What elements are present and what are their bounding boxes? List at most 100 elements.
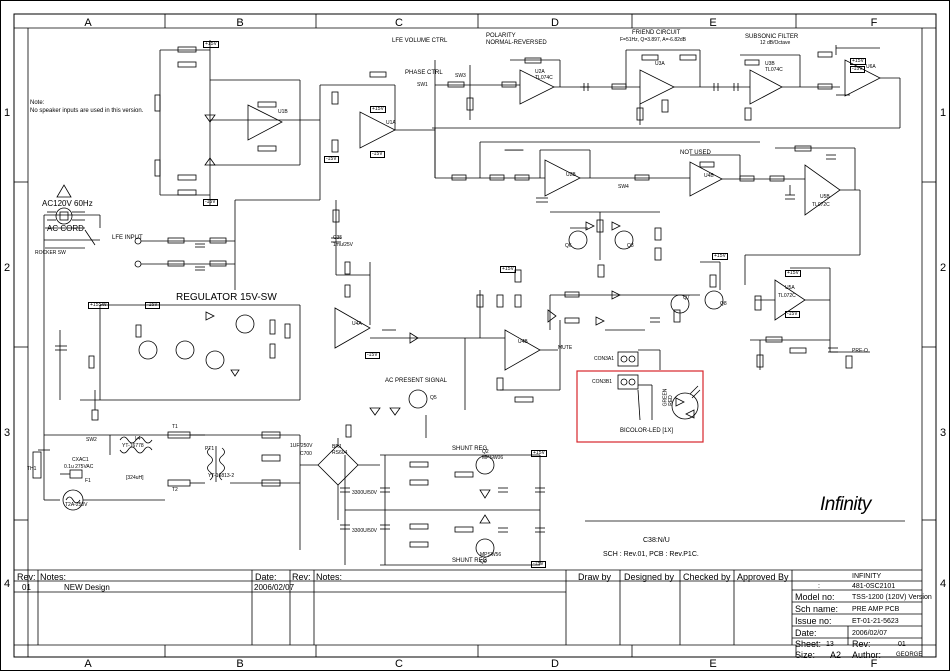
notes-heading: Note: <box>30 100 45 106</box>
brand-logo-text: Infinity <box>820 494 871 515</box>
label-friend-circuit: FRIEND CIRCUIT <box>632 30 681 36</box>
comp-u6a: U6A <box>866 64 876 70</box>
rev-row-notes: NEW Design <box>64 583 110 592</box>
title-author: GEORGE <box>896 652 923 658</box>
signoff-draw-by: Draw by <box>578 572 612 582</box>
title-sch: PRE AMP PCB <box>852 606 900 613</box>
title-sch-label: Sch name: <box>795 604 839 614</box>
rev-header-date: Date: <box>255 572 277 582</box>
title-company: INFINITY <box>852 573 882 580</box>
comp-tl074c-1: TL074C <box>535 75 553 81</box>
comp-q3: Q3 <box>627 243 634 249</box>
comp-sw3: SW3 <box>455 73 466 79</box>
comp-u4a: U4A <box>352 321 362 327</box>
label-not-used: NOT USED <box>680 150 711 156</box>
label-lfe-input: LFE INPUT <box>112 235 143 241</box>
comp-c7-val: 3300U/50V <box>352 528 378 534</box>
rev-header-notes: Notes: <box>40 572 67 582</box>
comp-l4-val: [324uH] <box>126 475 144 481</box>
signoff-designed-by: Designed by <box>624 572 675 582</box>
rail-p15-u4b: +15V <box>500 266 516 273</box>
comp-q6: Q6 <box>565 243 572 249</box>
comp-u4b: U4B <box>518 339 528 345</box>
comp-tl072c-1: TL072C <box>812 202 830 208</box>
title-size: A2 <box>830 650 842 660</box>
comp-q8: Q8 <box>720 301 727 307</box>
label-rocker: ROCKER SW <box>35 250 66 256</box>
title-sheet-label: Sheet: <box>795 639 822 649</box>
comp-sw2: SW2 <box>86 437 97 443</box>
zone-col-d: D <box>551 17 559 29</box>
label-ac-cord: AC CORD <box>47 224 84 233</box>
rail-p15-u6a: +15V <box>850 58 866 65</box>
rail-m15-reg: -15V <box>145 302 160 309</box>
comp-u5b: U5B <box>820 194 830 200</box>
label-lfe-volume: LFE VOLUME CTRL <box>392 38 448 44</box>
comp-f1-rating: T2A-250V <box>65 502 88 508</box>
label-friend-params: F=51Hz, Q=3.897, A=-6.82dB <box>620 37 687 43</box>
zone-col-b: B <box>236 17 244 29</box>
label-subsonic-params: 12 dB/Octave <box>760 40 791 46</box>
zone-row-4: 4 <box>3 578 11 590</box>
comp-u3b: U3B <box>765 61 775 67</box>
rail-p15-top: +15V <box>203 41 219 48</box>
rail-m15-top: -15V <box>203 199 218 206</box>
comp-q9: Q9 <box>480 559 487 565</box>
label-shunt-reg-bottom: SHUNT REG <box>452 558 488 564</box>
comp-sw4: SW4 <box>618 184 629 190</box>
comp-cxac1-rating: 0.1u 275VAC <box>64 464 94 470</box>
zone-col-d-bottom: D <box>551 658 559 670</box>
comp-c3-val: 3300U/50V <box>352 490 378 496</box>
label-polarity-modes: NORMAL-REVERSED <box>486 40 547 46</box>
label-red: RED <box>667 395 674 406</box>
comp-c-ac: 1UF/250V <box>290 443 313 449</box>
comp-c35: C35 <box>333 235 343 241</box>
comp-u3a: U3A <box>655 61 665 67</box>
zone-row-4-right: 4 <box>939 578 947 590</box>
comp-c35-val: 1mu/25V <box>333 242 354 248</box>
label-polarity: POLARITY <box>486 33 516 39</box>
comp-th1: TH1 <box>27 466 37 472</box>
zone-col-b-bottom: B <box>236 658 244 670</box>
comp-u2d: U2A <box>535 69 545 75</box>
rail-m15-u6a: -15V <box>850 66 865 73</box>
zone-col-e: E <box>709 17 717 29</box>
rail-m15-u1a: -15V <box>370 151 385 158</box>
notes-line: No speaker inputs are used in this versi… <box>30 108 144 114</box>
label-regulator: REGULATOR 15V-SW <box>176 292 277 303</box>
comp-t1: T1 <box>172 424 178 430</box>
title-rev-label: Rev: <box>852 639 871 649</box>
comp-q9-part: MPSW56 <box>480 552 502 558</box>
label-bicolor-led: BICOLOR-LED [1X] <box>620 428 674 434</box>
label-shunt-reg-top: SHUNT REG <box>452 446 488 452</box>
comp-c700: C700 <box>300 451 312 457</box>
zone-row-3-right: 3 <box>939 427 947 439</box>
zone-col-a: A <box>84 17 92 29</box>
footnote-c38: C38:N/U <box>643 537 670 544</box>
comp-yt-top: YT-16778 <box>122 443 144 449</box>
title-date-label: Date: <box>795 628 817 638</box>
title-sheet: 13 <box>826 641 834 648</box>
comp-q2-part: MPSW06 <box>482 455 504 461</box>
rev-header-rev-2: Rev: <box>292 572 311 582</box>
comp-cxac1: CXAC1 <box>72 457 89 463</box>
label-pre-o: PRE-O <box>852 348 868 354</box>
title-docno-label: : <box>818 583 820 590</box>
zone-row-3: 3 <box>3 427 11 439</box>
comp-q7: Q7 <box>683 295 690 301</box>
zone-row-1-right: 1 <box>939 107 947 119</box>
zone-col-e-bottom: E <box>709 658 717 670</box>
comp-yt-bot: YT-16813-2 <box>208 473 235 479</box>
comp-pt1: PT1 <box>205 446 215 452</box>
zone-col-f: F <box>870 17 878 29</box>
comp-q5: Q5 <box>430 395 437 401</box>
signoff-approved-by: Approved By <box>737 572 789 582</box>
comp-u1a: U1A <box>386 120 396 126</box>
zone-col-a-bottom: A <box>84 658 92 670</box>
rev-row-rev: 01 <box>22 583 31 592</box>
title-author-label: Author: <box>852 650 882 660</box>
rail-p15-u5a: +15V <box>785 270 801 277</box>
signoff-checked-by: Checked by <box>683 572 731 582</box>
label-con3b1: CON3B1 <box>592 379 613 385</box>
